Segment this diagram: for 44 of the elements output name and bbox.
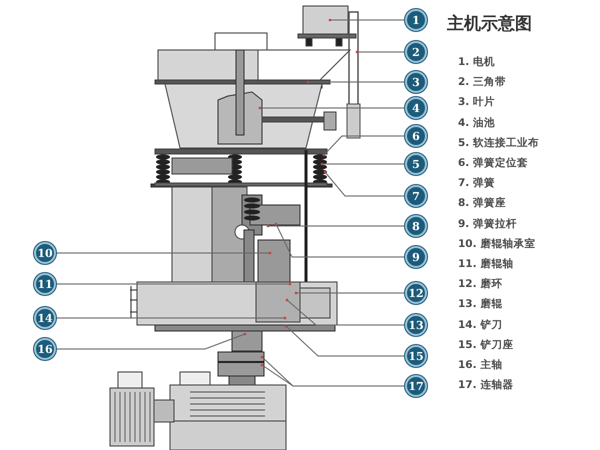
part-name-label: 8. 弹簧座 xyxy=(458,197,506,210)
part-name-label: 14. 铲刀 xyxy=(458,318,502,332)
callout-number: 12 xyxy=(405,282,427,304)
part-name-label: 6. 弹簧定位套 xyxy=(458,157,528,170)
part-name-label: 2. 三角带 xyxy=(458,76,506,90)
leader-line xyxy=(286,326,406,356)
part-name-label: 4. 油池 xyxy=(458,116,495,130)
part-name-label: 16. 主轴 xyxy=(458,359,502,372)
callout-number: 8 xyxy=(405,215,427,237)
callout-number: 11 xyxy=(34,273,56,295)
diagram-title: 主机示意图 xyxy=(447,13,532,35)
part-name-label: 17. 连轴器 xyxy=(458,379,514,392)
callout-number: 4 xyxy=(405,97,427,119)
callout-number: 16 xyxy=(34,338,56,360)
leader-line xyxy=(56,334,246,350)
callout-number: 2 xyxy=(405,41,427,63)
part-name-label: 13. 磨辊 xyxy=(458,298,502,312)
callout-number: 13 xyxy=(405,314,427,336)
callout-number: 14 xyxy=(34,307,56,329)
leader-line xyxy=(276,224,406,258)
part-name-label: 9. 弹簧拉杆 xyxy=(458,218,517,231)
leader-line xyxy=(324,172,406,196)
callout-number: 5 xyxy=(405,153,427,175)
leader-line xyxy=(56,252,270,254)
part-name-label: 1. 电机 xyxy=(458,56,495,69)
callout-number: 15 xyxy=(405,345,427,367)
callout-number: 17 xyxy=(405,375,427,397)
callout-number: 9 xyxy=(405,246,427,268)
callout-number: 10 xyxy=(34,242,56,264)
callout-number: 3 xyxy=(405,71,427,93)
part-name-label: 7. 弹簧 xyxy=(458,177,495,190)
part-name-label: 10. 磨辊轴承室 xyxy=(458,238,536,251)
part-name-label: 15. 铲刀座 xyxy=(458,338,514,352)
leader-line xyxy=(296,292,406,294)
callout-number: 1 xyxy=(405,9,427,31)
callout-number: 6 xyxy=(405,125,427,147)
part-name-label: 5. 软连接工业布 xyxy=(458,136,539,150)
part-name-label: 11. 磨辊轴 xyxy=(458,258,514,271)
part-name-label: 12. 磨环 xyxy=(458,278,502,292)
part-name-label: 3. 叶片 xyxy=(458,96,495,110)
leader-line xyxy=(262,364,406,386)
leader-line xyxy=(324,136,406,156)
leader-line xyxy=(286,300,406,326)
callout-number: 7 xyxy=(405,185,427,207)
